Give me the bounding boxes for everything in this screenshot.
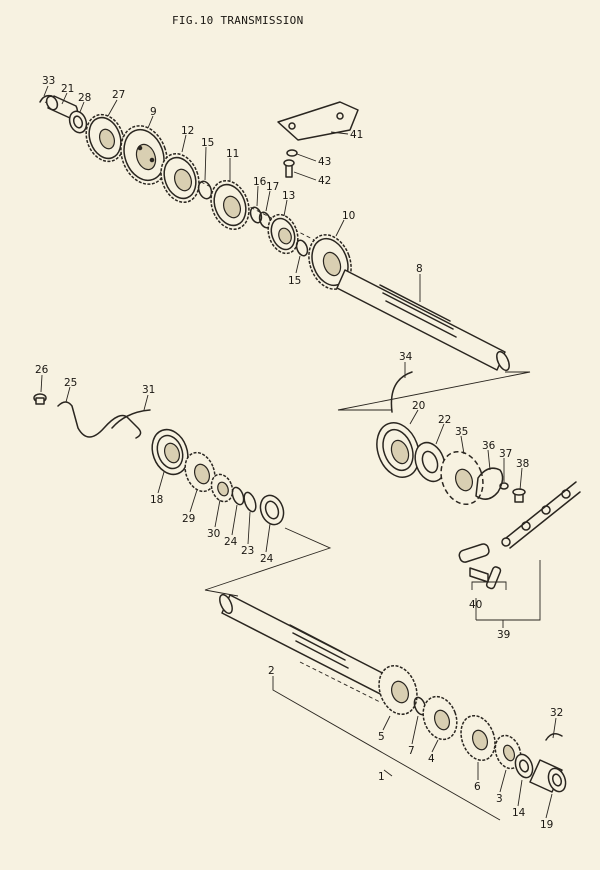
gear-5: [378, 664, 418, 716]
callout-33: 33: [42, 75, 55, 87]
callout-3: 3: [496, 793, 503, 805]
washer-37: [499, 482, 509, 490]
gear-11: [210, 179, 250, 231]
callout-4: 4: [428, 753, 435, 765]
callout-16: 16: [253, 176, 267, 188]
gear-4: [422, 695, 458, 741]
countershaft-assembly: [39, 94, 510, 372]
gear-27: [85, 113, 125, 163]
callout-21: 21: [61, 83, 74, 95]
leader-lines: [40, 85, 557, 821]
callout-40: 40: [469, 599, 482, 611]
callout-7: 7: [408, 745, 415, 757]
callout-36: 36: [482, 440, 496, 452]
sprocket-35: [440, 450, 484, 506]
gear-3: [494, 734, 522, 770]
bolt-38: [512, 488, 526, 503]
callout-27: 27: [112, 89, 125, 101]
washer-24a: [231, 486, 245, 506]
figure-title: FIG.10 TRANSMISSION: [172, 14, 304, 27]
gear-9: [120, 125, 168, 185]
washer-43: [286, 149, 298, 157]
callout-26: 26: [35, 364, 49, 376]
callout-12: 12: [181, 125, 194, 137]
callout-35: 35: [455, 426, 468, 438]
callout-28: 28: [78, 92, 91, 104]
washer-23: [243, 491, 257, 513]
callout-18: 18: [150, 494, 163, 506]
screw-42: [283, 159, 295, 178]
callout-30: 30: [207, 528, 220, 540]
callout-20: 20: [412, 400, 425, 412]
chain-39: [501, 481, 581, 549]
drive-axle-2: [219, 593, 401, 701]
spring-31: [111, 409, 151, 429]
callout-19: 19: [540, 819, 553, 831]
circlip-32: [545, 733, 563, 741]
callout-37: 37: [499, 448, 512, 460]
callout-14: 14: [512, 807, 526, 819]
callout-42: 42: [318, 175, 331, 187]
callout-24-right: 24: [260, 553, 274, 565]
callout-9: 9: [150, 106, 157, 118]
circlip-34: [390, 371, 413, 413]
pin-26: [33, 393, 47, 405]
callout-43: 43: [318, 156, 331, 168]
callout-22: 22: [438, 414, 451, 426]
callout-5: 5: [378, 731, 385, 743]
callout-38: 38: [516, 458, 529, 470]
callout-8: 8: [416, 263, 423, 275]
callout-34: 34: [399, 351, 413, 363]
circlip-15a: [197, 180, 213, 200]
bearing-19: [529, 759, 567, 793]
callout-labels: 33 21 28 27 9 12 15 11 16 17 13 10 15 8 …: [35, 75, 563, 831]
washer-14: [514, 753, 534, 779]
callout-31: 31: [142, 384, 155, 396]
gear-30: [210, 473, 234, 503]
lock-plate-36: [475, 467, 504, 500]
gear-12: [160, 152, 200, 204]
bearing-20: [376, 422, 420, 478]
seal-22: [414, 441, 446, 483]
plate-41: [277, 101, 359, 141]
gear-29: [184, 451, 216, 493]
callout-10: 10: [342, 210, 355, 222]
callout-39: 39: [497, 629, 510, 641]
callout-25: 25: [64, 377, 77, 389]
callout-29: 29: [182, 513, 195, 525]
callout-24-left: 24: [224, 536, 238, 548]
callout-15-lower: 15: [288, 275, 301, 287]
lever-25: [57, 401, 142, 439]
washer-16: [249, 206, 263, 224]
callout-32: 32: [550, 707, 563, 719]
callout-11: 11: [226, 148, 239, 160]
callout-41: 41: [350, 129, 363, 141]
callout-6: 6: [474, 781, 481, 793]
callout-17: 17: [266, 181, 279, 193]
gear-13: [267, 213, 299, 255]
washer-24b: [259, 494, 285, 526]
callout-1: 1: [378, 771, 385, 783]
callout-15-upper: 15: [201, 137, 214, 149]
washer-28: [68, 110, 88, 134]
circlip-15b: [295, 239, 309, 257]
gear-6: [460, 714, 496, 762]
countershaft-8: [336, 269, 510, 372]
callout-2: 2: [268, 665, 275, 677]
callout-13: 13: [282, 190, 295, 202]
bearing-18: [151, 428, 189, 476]
callout-23: 23: [241, 545, 254, 557]
